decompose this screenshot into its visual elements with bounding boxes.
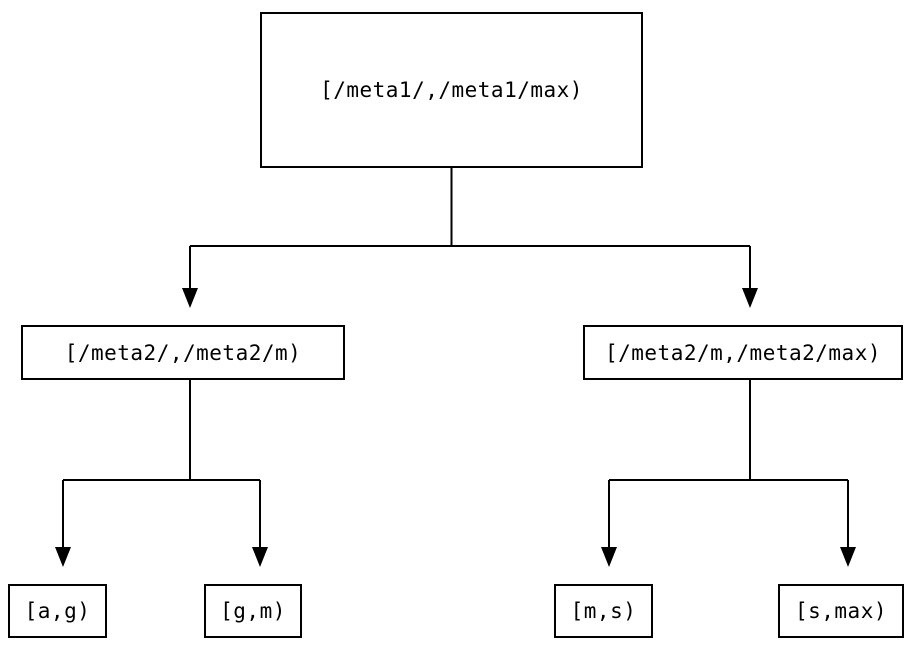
node-leaf-gm: [g,m) (204, 584, 302, 638)
node-leaf-gm-label: [g,m) (220, 599, 286, 623)
node-meta2-right-label: [/meta2/m,/meta2/max) (604, 340, 881, 365)
node-leaf-ms-label: [m,s) (570, 599, 637, 623)
arrow-down-icon (742, 288, 758, 308)
arrow-down-icon (601, 547, 617, 567)
arrow-down-icon (55, 547, 71, 567)
node-root-label: [/meta1/,/meta1/max) (320, 78, 583, 102)
arrow-down-icon (252, 547, 268, 567)
node-leaf-smax: [s,max) (778, 584, 904, 638)
arrow-down-icon (182, 288, 198, 308)
node-meta2-left: [/meta2/,/meta2/m) (21, 325, 345, 380)
node-leaf-ag: [a,g) (8, 584, 107, 638)
node-leaf-smax-label: [s,max) (794, 599, 887, 623)
node-root: [/meta1/,/meta1/max) (260, 12, 643, 168)
node-leaf-ms: [m,s) (554, 584, 653, 638)
node-leaf-ag-label: [a,g) (24, 599, 91, 623)
arrow-down-icon (840, 547, 856, 567)
node-meta2-left-label: [/meta2/,/meta2/m) (64, 340, 302, 365)
node-meta2-right: [/meta2/m,/meta2/max) (583, 325, 903, 380)
